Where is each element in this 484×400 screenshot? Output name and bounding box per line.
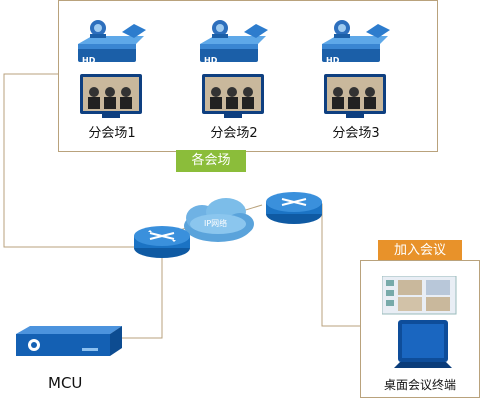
codec-badge: HD: [82, 56, 96, 65]
branch-site-2: HD 分会场2: [194, 14, 282, 144]
mcu-label: MCU: [48, 374, 83, 392]
join-meeting-tag: 加入会议: [378, 240, 462, 262]
mcu-device-icon: [16, 326, 122, 356]
router-icon: [134, 226, 190, 258]
monitor-icon: [80, 74, 142, 118]
video-camera-icon: [200, 20, 268, 62]
network-cloud-label: IP网络: [204, 219, 228, 228]
monitor-icon: [324, 74, 386, 118]
codec-badge: HD: [326, 56, 340, 65]
network-graphic: [134, 192, 322, 258]
codec-badge: HD: [204, 56, 218, 65]
branch-site-1: HD 分会场1: [72, 14, 160, 144]
desktop-terminal-label: 桌面会议终端: [383, 378, 456, 392]
branch-label-1: 分会场1: [88, 126, 136, 141]
router-icon: [266, 192, 322, 224]
branch-label-2: 分会场2: [210, 126, 258, 141]
cloud-icon: [184, 198, 254, 242]
branch-label-3: 分会场3: [332, 126, 380, 141]
branch-group-tag: 各会场: [176, 150, 246, 172]
video-wall-icon: [382, 276, 457, 315]
monitor-icon: [202, 74, 264, 118]
video-camera-icon: [78, 20, 146, 62]
desktop-monitor-icon: [394, 320, 452, 368]
video-camera-icon: [322, 20, 390, 62]
branch-site-3: HD 分会场3: [316, 14, 404, 144]
